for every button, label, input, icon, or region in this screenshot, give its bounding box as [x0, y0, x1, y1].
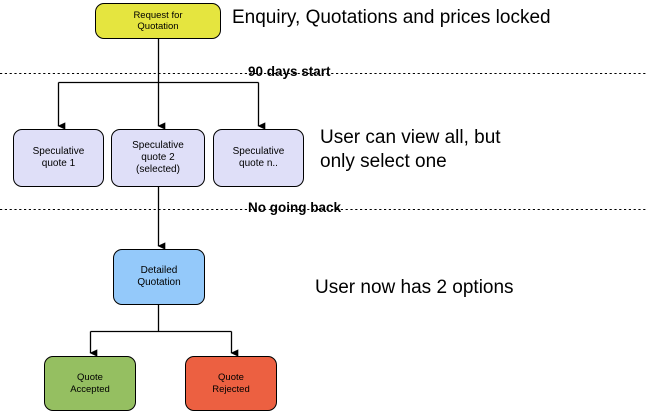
node-speculative-quote-1-label: Speculative quote 1 [32, 146, 85, 169]
node-request-for-quotation-label: Request for Quotation [133, 9, 183, 32]
node-detailed-quotation[interactable]: Detailed Quotation [113, 249, 205, 305]
node-speculative-quote-n-label: Speculative quote n.. [232, 146, 285, 169]
annotation-two-options: User now has 2 options [315, 277, 514, 298]
node-detailed-quotation-label: Detailed Quotation [137, 265, 181, 288]
node-speculative-quote-2-label: Speculative quote 2 (selected) [132, 140, 184, 175]
divider-label-90-days-start: 90 days start [248, 64, 331, 79]
node-quote-rejected-label: Quote Rejected [212, 372, 250, 395]
node-quote-rejected[interactable]: Quote Rejected [185, 356, 277, 411]
node-quote-accepted[interactable]: Quote Accepted [44, 356, 136, 411]
node-speculative-quote-n[interactable]: Speculative quote n.. [213, 129, 304, 187]
node-speculative-quote-2[interactable]: Speculative quote 2 (selected) [111, 129, 205, 187]
annotation-enquiry-locked: Enquiry, Quotations and prices locked [232, 7, 551, 28]
divider-label-no-going-back: No going back [248, 200, 342, 215]
annotation-view-all-select-one: User can view all, but only select one [320, 127, 501, 173]
node-speculative-quote-1[interactable]: Speculative quote 1 [13, 129, 104, 187]
node-request-for-quotation[interactable]: Request for Quotation [95, 3, 221, 39]
node-quote-accepted-label: Quote Accepted [70, 372, 110, 395]
